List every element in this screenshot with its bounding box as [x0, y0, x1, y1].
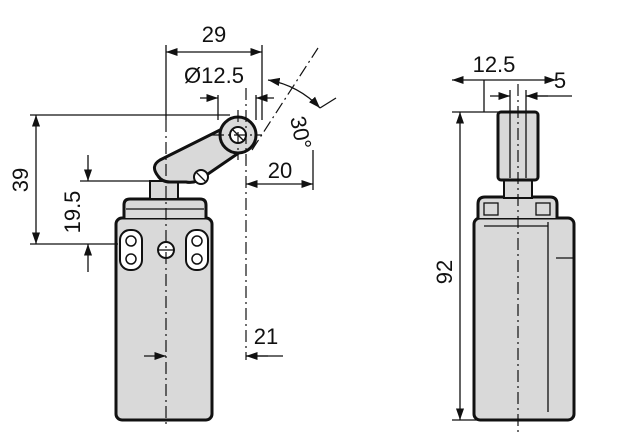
dim-roller-offset: 20	[268, 158, 292, 183]
dim-actuator-width: 12.5	[473, 52, 516, 77]
dim-actuator-height: 19.5	[60, 191, 85, 234]
dim-axis-offset: 21	[254, 324, 278, 349]
dim-shaft-width: 5	[554, 68, 566, 93]
dim-lever-angle: 30°	[285, 114, 316, 152]
dim-roller-diameter: Ø12.5	[184, 63, 244, 88]
dim-overall-height: 39	[8, 168, 33, 192]
side-view: 12.5 5 92	[432, 52, 576, 432]
front-plunger	[149, 180, 179, 200]
side-housing	[472, 216, 576, 422]
dim-overall-width: 29	[202, 22, 226, 47]
dim-overall-height-side: 92	[432, 260, 457, 284]
front-view: 29 Ø12.5 30° 20 39 19.5 21	[8, 22, 337, 428]
